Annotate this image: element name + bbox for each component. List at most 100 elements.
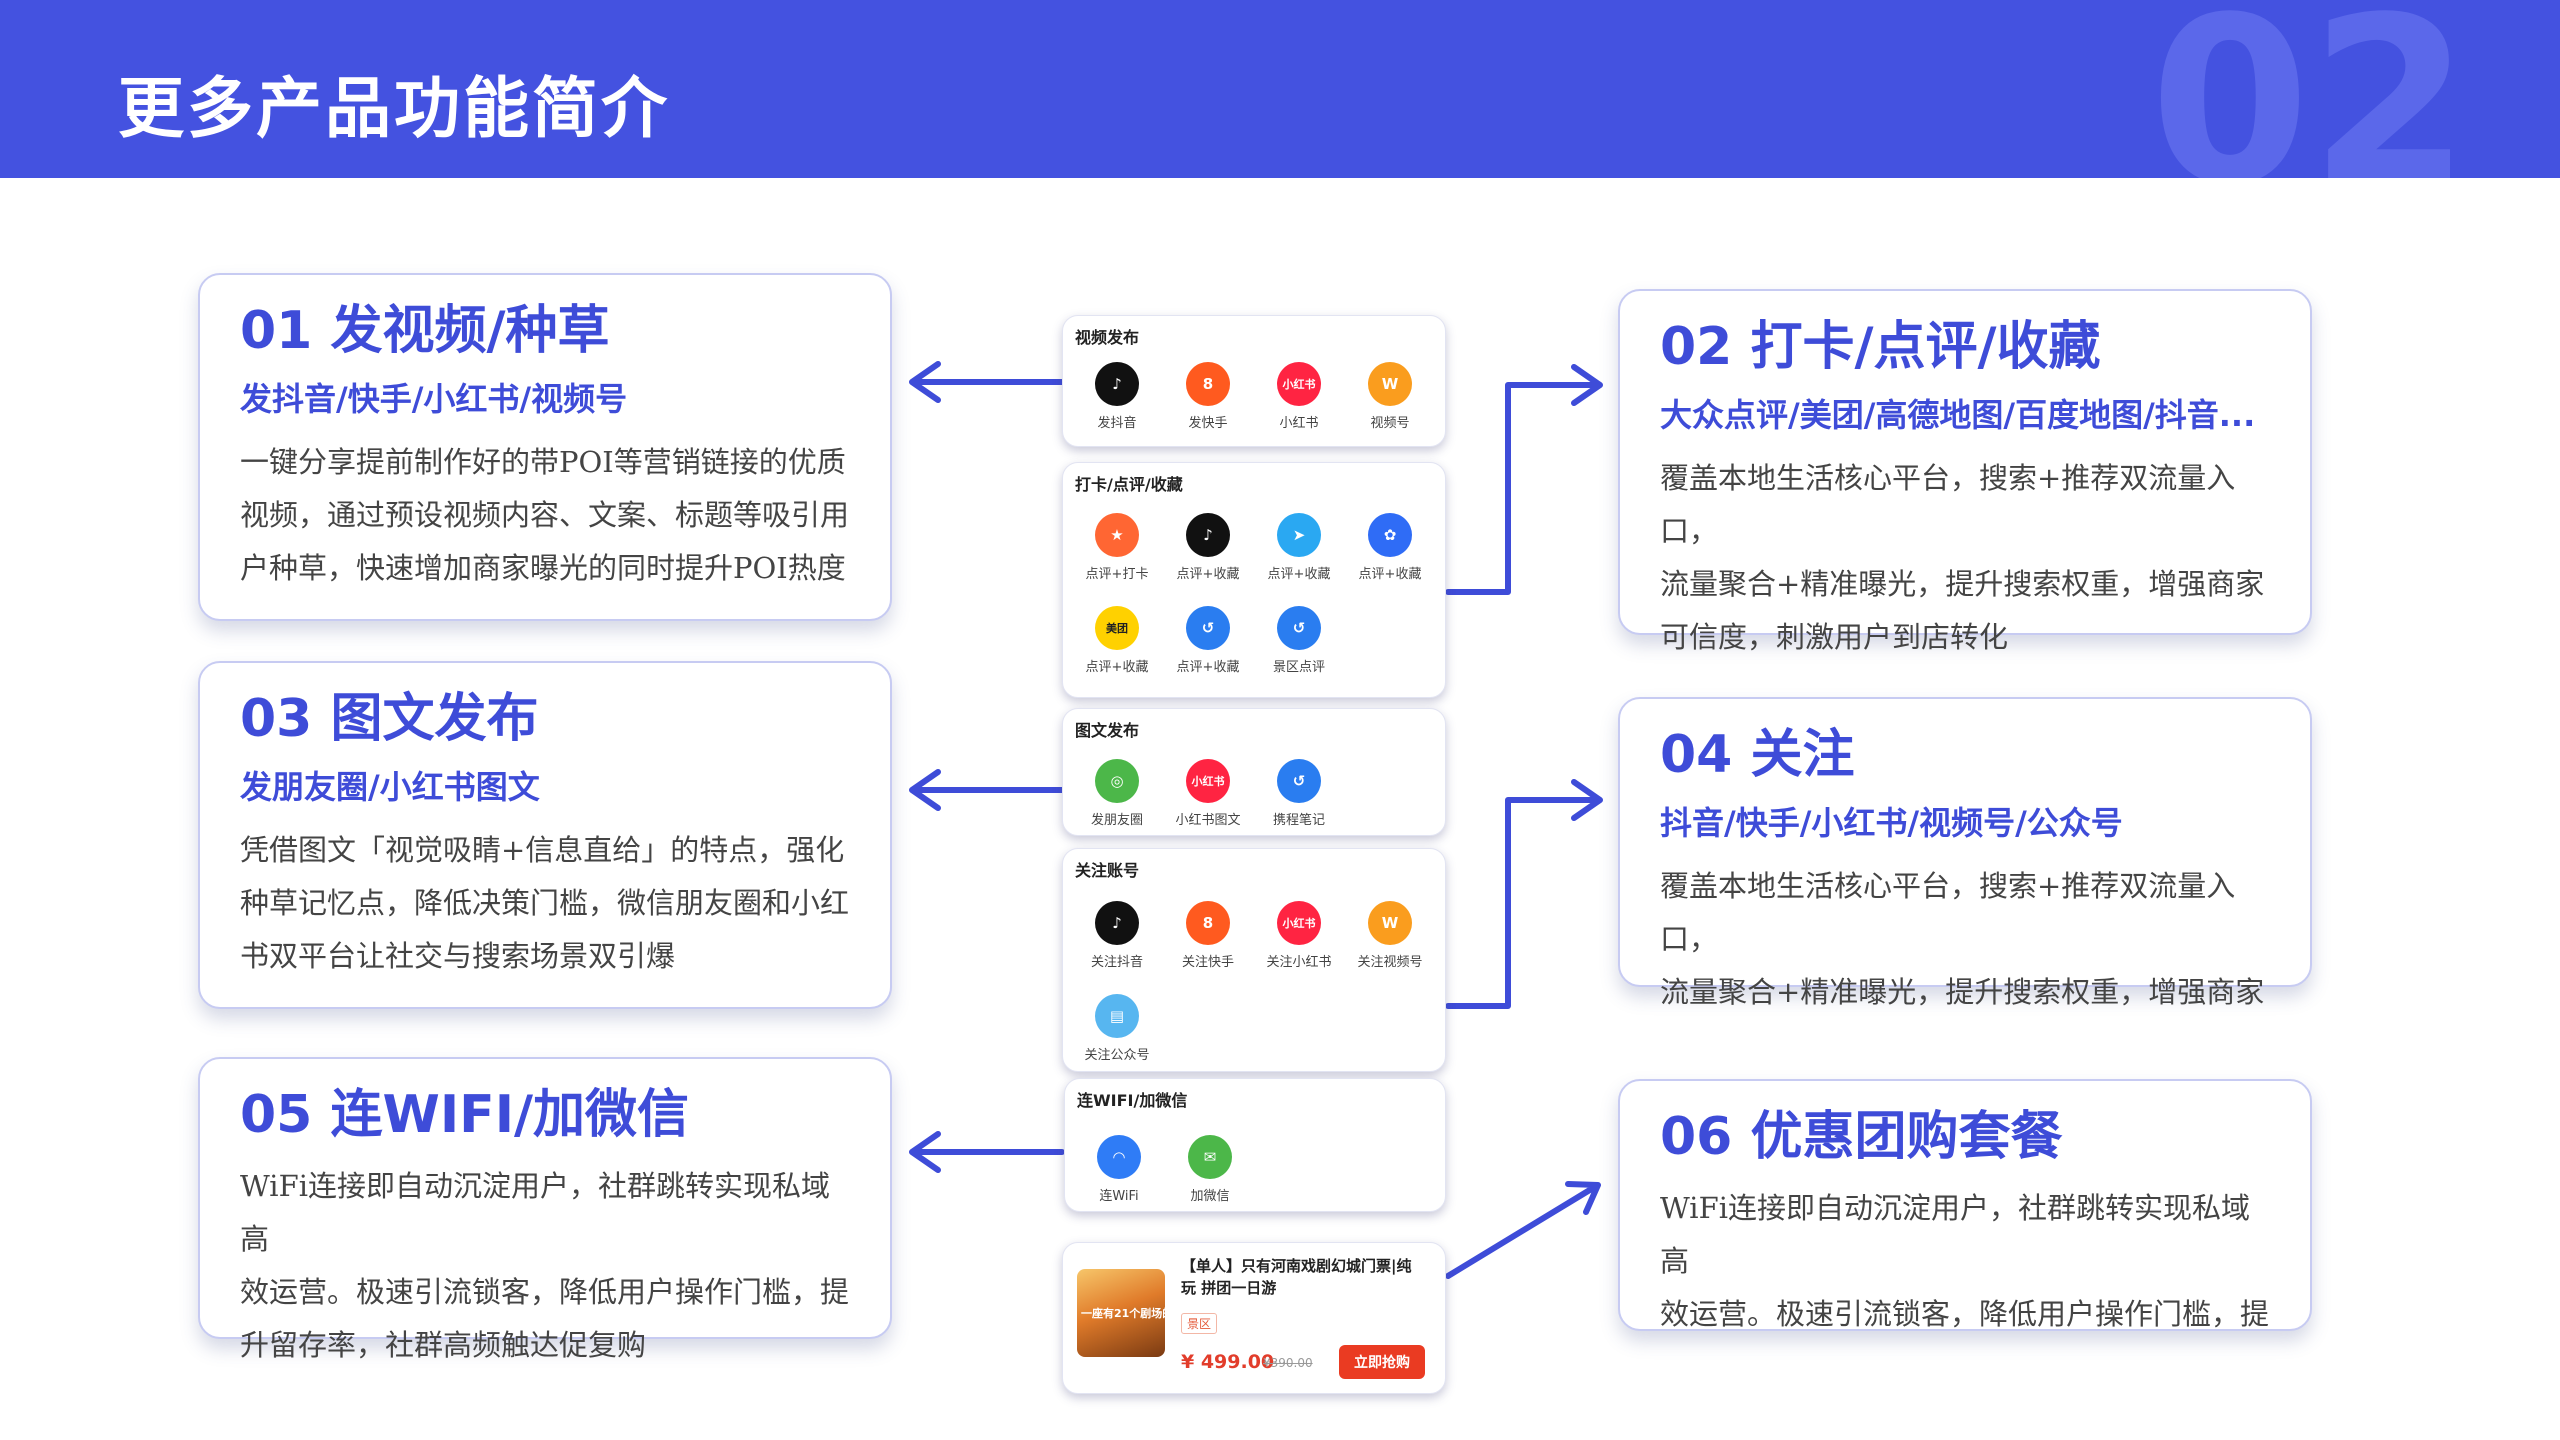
app-shortcut[interactable]: ↺ 点评+收藏	[1162, 606, 1254, 675]
app-shortcut[interactable]: ✿点评+收藏	[1344, 513, 1436, 582]
panel-title: 打卡/点评/收藏	[1075, 475, 1183, 494]
deal-title: 【单人】只有河南戏剧幻城门票|纯玩 拼团一日游	[1181, 1257, 1412, 1297]
card-subtitle: 大众点评/美团/高德地图/百度地图/抖音...	[1660, 396, 2256, 435]
app-shortcut[interactable]: ◎ 发朋友圈	[1071, 759, 1163, 828]
panel-title: 连WIFI/加微信	[1077, 1091, 1188, 1110]
moments-icon: ◎	[1095, 759, 1139, 803]
app-shortcut[interactable]: ◠连WiFi	[1073, 1135, 1165, 1204]
checkin-review-panel: 打卡/点评/收藏 ★点评+打卡♪点评+收藏➤点评+收藏✿点评+收藏美团点评+收藏…	[1062, 462, 1446, 698]
app-shortcut[interactable]: 小红书小红书	[1253, 362, 1345, 431]
app-shortcut-label: 小红书图文	[1175, 813, 1241, 828]
feature-card-06: 06 优惠团购套餐 WiFi连接即自动沉淀用户，社群跳转实现私域高 效运营。极速…	[1618, 1079, 2312, 1331]
section-number: 02	[2149, 0, 2470, 178]
ctrip-icon: ↺	[1186, 606, 1230, 650]
app-shortcut-label: 视频号	[1370, 416, 1410, 431]
graphic-publish-panel: 图文发布 ◎ 发朋友圈 小红书小红书图文 ↺ 携程笔记	[1062, 708, 1446, 836]
baidu-map-icon: ✿	[1368, 513, 1412, 557]
app-shortcut-label: 点评+收藏	[1176, 660, 1240, 675]
card-title: 06 优惠团购套餐	[1660, 1107, 2063, 1167]
card-title: 01 发视频/种草	[240, 301, 610, 361]
card-description: 覆盖本地生活核心平台，搜索+推荐双流量入口， 流量聚合+精准曝光，提升搜索权重，…	[1660, 461, 2265, 655]
arrow-to-card-01	[909, 361, 1065, 403]
card-subtitle: 发抖音/快手/小红书/视频号	[240, 380, 628, 419]
app-shortcut-label: 点评+收藏	[1085, 660, 1149, 675]
app-shortcut-label: 景区点评	[1272, 660, 1325, 675]
app-shortcut[interactable]: ➤点评+收藏	[1253, 513, 1345, 582]
arrow-to-card-03	[909, 769, 1065, 811]
panel-title: 图文发布	[1075, 721, 1140, 740]
app-shortcut-label: 携程笔记	[1272, 813, 1325, 828]
app-shortcut-label: 发抖音	[1097, 416, 1137, 431]
wifi-wechat-panel: 连WIFI/加微信 ◠连WiFi ✉ 加微信	[1064, 1078, 1446, 1212]
feature-card-03: 03 图文发布 发朋友圈/小红书图文 凭借图文「视觉吸睛+信息直给」的特点，强化…	[198, 661, 892, 1009]
arrow-to-card-05	[909, 1131, 1065, 1173]
card-description: 一键分享提前制作好的带POI等营销链接的优质 视频，通过预设视频内容、文案、标题…	[240, 445, 850, 586]
ctrip-icon: ↺	[1277, 606, 1321, 650]
app-shortcut[interactable]: ↺ 景区点评	[1253, 606, 1345, 675]
deal-old-price: ¥390.00	[1263, 1356, 1313, 1370]
app-shortcut[interactable]: ♪点评+收藏	[1162, 513, 1254, 582]
card-description: 覆盖本地生活核心平台，搜索+推荐双流量入口， 流量聚合+精准曝光，提升搜索权重，…	[1660, 869, 2265, 1010]
app-shortcut-label: 关注视频号	[1357, 955, 1423, 970]
card-subtitle: 抖音/快手/小红书/视频号/公众号	[1660, 804, 2123, 843]
ctrip-icon: ↺	[1277, 759, 1321, 803]
deal-tag: 景区	[1181, 1313, 1218, 1334]
app-shortcut-label: 点评+收藏	[1267, 567, 1331, 582]
meituan-icon: 美团	[1095, 606, 1139, 650]
app-shortcut[interactable]: ★ 点评+打卡	[1071, 513, 1163, 582]
deal-image[interactable]: 一座有21个剧场的戏剧	[1077, 1269, 1195, 1357]
douyin-icon: ♪	[1095, 362, 1139, 406]
app-shortcut-label: 发朋友圈	[1090, 813, 1143, 828]
app-shortcut-label: 关注小红书	[1266, 955, 1332, 970]
group-deal-panel: 一座有21个剧场的戏剧 【单人】只有河南戏剧幻城门票|纯玩 拼团一日游 景区 ¥…	[1062, 1242, 1446, 1394]
shipinhao-icon: W	[1368, 362, 1412, 406]
card-title: 04 关注	[1660, 725, 1855, 785]
deal-price: ¥ 499.00	[1181, 1351, 1275, 1373]
kuaishou-icon: 8	[1186, 901, 1230, 945]
card-subtitle: 发朋友圈/小红书图文	[240, 768, 540, 807]
buy-now-button[interactable]: 立即抢购	[1339, 1345, 1425, 1379]
app-shortcut[interactable]: ✉ 加微信	[1164, 1135, 1256, 1204]
app-shortcut[interactable]: 小红书关注小红书	[1253, 901, 1345, 970]
app-shortcut[interactable]: 小红书小红书图文	[1162, 759, 1254, 828]
card-description: 凭借图文「视觉吸睛+信息直给」的特点，强化 种草记忆点，降低决策门槛，微信朋友圈…	[240, 833, 850, 974]
app-shortcut[interactable]: ♪ 发抖音	[1071, 362, 1163, 431]
app-shortcut-label: 点评+打卡	[1085, 567, 1149, 582]
app-shortcut-label: 加微信	[1190, 1189, 1230, 1204]
app-shortcut-label: 关注快手	[1181, 955, 1234, 970]
card-title: 05 连WIFI/加微信	[240, 1085, 690, 1145]
wechat-icon: ✉	[1188, 1135, 1232, 1179]
app-shortcut[interactable]: 8 关注快手	[1162, 901, 1254, 970]
header-banner: 更多产品功能简介 02	[0, 0, 2560, 178]
page-title: 更多产品功能简介	[118, 70, 670, 147]
app-shortcut[interactable]: W 视频号	[1344, 362, 1436, 431]
dianping-icon: ★	[1095, 513, 1139, 557]
kuaishou-icon: 8	[1186, 362, 1230, 406]
arrow-to-card-02	[1445, 364, 1603, 595]
app-shortcut[interactable]: 美团点评+收藏	[1071, 606, 1163, 675]
feature-card-01: 01 发视频/种草 发抖音/快手/小红书/视频号 一键分享提前制作好的带POI等…	[198, 273, 892, 621]
app-shortcut-label: 关注公众号	[1084, 1048, 1150, 1063]
app-shortcut-label: 小红书	[1279, 416, 1319, 431]
xiaohongshu-icon: 小红书	[1186, 759, 1230, 803]
card-title: 03 图文发布	[240, 689, 539, 749]
follow-account-panel: 关注账号 ♪关注抖音 8 关注快手 小红书关注小红书 W 关注视频号 ▤关注公众号	[1062, 848, 1446, 1072]
wifi-icon: ◠	[1097, 1135, 1141, 1179]
feature-card-02: 02 打卡/点评/收藏 大众点评/美团/高德地图/百度地图/抖音... 覆盖本地…	[1618, 289, 2312, 654]
xiaohongshu-icon: 小红书	[1277, 901, 1321, 945]
app-shortcut[interactable]: ▤关注公众号	[1071, 994, 1163, 1063]
app-shortcut[interactable]: W 关注视频号	[1344, 901, 1436, 970]
panel-title: 关注账号	[1075, 861, 1140, 880]
arrow-to-card-04	[1445, 779, 1603, 1009]
arrow-to-card-06	[1445, 1181, 1601, 1279]
card-description: WiFi连接即自动沉淀用户，社群跳转实现私域高 效运营。极速引流锁客，降低用户操…	[240, 1169, 850, 1363]
feature-card-05: 05 连WIFI/加微信 WiFi连接即自动沉淀用户，社群跳转实现私域高 效运营…	[198, 1057, 892, 1362]
app-shortcut[interactable]: ↺ 携程笔记	[1253, 759, 1345, 828]
app-shortcut-label: 发快手	[1188, 416, 1228, 431]
shipinhao-icon: W	[1368, 901, 1412, 945]
deal-image-text: 一座有21个剧场的戏剧	[1081, 1307, 1196, 1320]
app-shortcut[interactable]: ♪关注抖音	[1071, 901, 1163, 970]
feature-card-04: 04 关注 抖音/快手/小红书/视频号/公众号 覆盖本地生活核心平台，搜索+推荐…	[1618, 697, 2312, 1009]
app-shortcut[interactable]: 8 发快手	[1162, 362, 1254, 431]
